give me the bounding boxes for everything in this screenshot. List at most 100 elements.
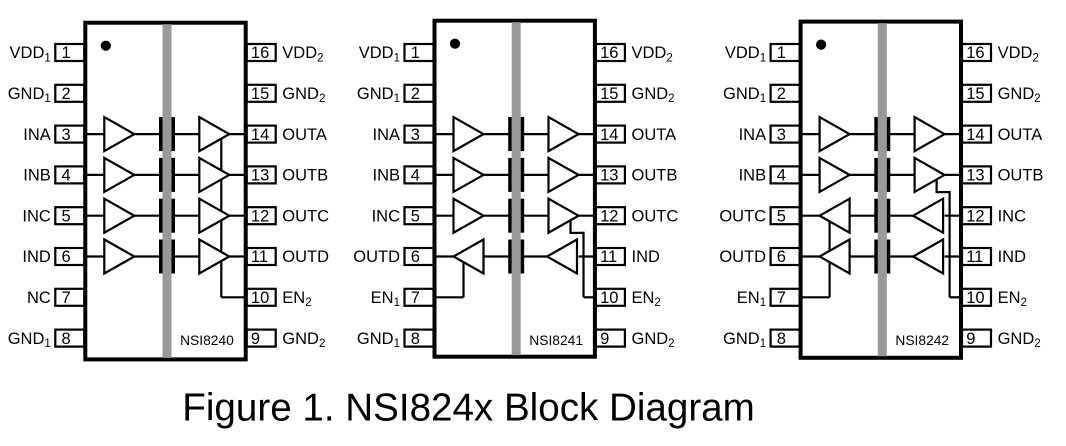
svg-text:VDD2: VDD2 bbox=[632, 44, 673, 64]
svg-text:OUTA: OUTA bbox=[282, 126, 327, 144]
svg-text:15: 15 bbox=[600, 85, 618, 103]
svg-text:5: 5 bbox=[411, 207, 420, 225]
svg-text:16: 16 bbox=[251, 44, 269, 62]
svg-text:INC: INC bbox=[22, 207, 51, 225]
svg-text:2: 2 bbox=[62, 85, 71, 103]
svg-text:GND1: GND1 bbox=[357, 85, 400, 105]
svg-text:13: 13 bbox=[251, 167, 269, 185]
svg-text:INA: INA bbox=[23, 126, 51, 144]
svg-text:OUTB: OUTB bbox=[282, 167, 328, 185]
svg-text:4: 4 bbox=[411, 167, 420, 185]
svg-text:NSI8240: NSI8240 bbox=[180, 333, 234, 348]
svg-text:GND2: GND2 bbox=[632, 85, 675, 105]
svg-text:VDD2: VDD2 bbox=[998, 44, 1039, 64]
svg-text:IND: IND bbox=[22, 248, 51, 266]
svg-text:INA: INA bbox=[372, 126, 400, 144]
svg-text:4: 4 bbox=[777, 167, 786, 185]
svg-text:12: 12 bbox=[966, 207, 984, 225]
svg-text:15: 15 bbox=[251, 85, 269, 103]
svg-text:11: 11 bbox=[966, 248, 983, 266]
svg-text:GND2: GND2 bbox=[998, 330, 1041, 350]
svg-text:OUTA: OUTA bbox=[632, 126, 677, 144]
svg-text:GND2: GND2 bbox=[282, 85, 325, 105]
svg-text:16: 16 bbox=[600, 44, 618, 62]
svg-text:10: 10 bbox=[966, 289, 984, 307]
svg-text:10: 10 bbox=[600, 289, 618, 307]
svg-text:OUTC: OUTC bbox=[632, 207, 679, 225]
svg-text:5: 5 bbox=[777, 207, 786, 225]
svg-text:INA: INA bbox=[739, 126, 767, 144]
svg-text:2: 2 bbox=[777, 85, 786, 103]
svg-text:1: 1 bbox=[411, 44, 420, 62]
svg-text:14: 14 bbox=[966, 126, 984, 144]
svg-text:9: 9 bbox=[600, 330, 609, 348]
svg-text:GND1: GND1 bbox=[8, 85, 51, 105]
svg-text:INC: INC bbox=[372, 207, 401, 225]
svg-text:Figure 1. NSI824x Block Diagra: Figure 1. NSI824x Block Diagram bbox=[182, 387, 754, 430]
svg-text:OUTA: OUTA bbox=[998, 126, 1043, 144]
svg-text:OUTC: OUTC bbox=[719, 207, 766, 225]
svg-text:VDD1: VDD1 bbox=[725, 44, 766, 64]
svg-text:15: 15 bbox=[966, 85, 984, 103]
svg-text:INC: INC bbox=[998, 207, 1027, 225]
svg-text:GND2: GND2 bbox=[282, 330, 325, 350]
svg-text:12: 12 bbox=[600, 207, 618, 225]
svg-text:VDD1: VDD1 bbox=[10, 44, 51, 64]
svg-text:GND2: GND2 bbox=[632, 330, 675, 350]
svg-text:8: 8 bbox=[62, 330, 71, 348]
svg-text:16: 16 bbox=[966, 44, 984, 62]
svg-text:4: 4 bbox=[62, 167, 71, 185]
svg-text:1: 1 bbox=[777, 44, 786, 62]
svg-text:11: 11 bbox=[251, 248, 268, 266]
svg-text:GND1: GND1 bbox=[723, 330, 766, 350]
svg-text:OUTB: OUTB bbox=[998, 167, 1044, 185]
svg-text:IND: IND bbox=[998, 248, 1027, 266]
svg-text:3: 3 bbox=[777, 126, 786, 144]
svg-text:GND1: GND1 bbox=[357, 330, 400, 350]
svg-text:3: 3 bbox=[411, 126, 420, 144]
svg-text:INB: INB bbox=[23, 167, 51, 185]
svg-text:EN1: EN1 bbox=[371, 289, 400, 309]
svg-text:EN1: EN1 bbox=[737, 289, 766, 309]
svg-text:6: 6 bbox=[62, 248, 71, 266]
svg-text:OUTD: OUTD bbox=[282, 248, 329, 266]
svg-text:OUTD: OUTD bbox=[719, 248, 766, 266]
svg-text:8: 8 bbox=[411, 330, 420, 348]
svg-text:8: 8 bbox=[777, 330, 786, 348]
svg-text:12: 12 bbox=[251, 207, 269, 225]
svg-text:13: 13 bbox=[966, 167, 984, 185]
svg-text:1: 1 bbox=[62, 44, 71, 62]
svg-text:GND1: GND1 bbox=[8, 330, 51, 350]
svg-text:INB: INB bbox=[372, 167, 400, 185]
svg-text:7: 7 bbox=[777, 289, 786, 307]
svg-text:2: 2 bbox=[411, 85, 420, 103]
svg-text:13: 13 bbox=[600, 167, 618, 185]
svg-text:NSI8241: NSI8241 bbox=[529, 333, 583, 348]
svg-text:11: 11 bbox=[600, 248, 617, 266]
svg-text:OUTC: OUTC bbox=[282, 207, 329, 225]
svg-text:9: 9 bbox=[966, 330, 975, 348]
svg-text:14: 14 bbox=[251, 126, 269, 144]
svg-text:7: 7 bbox=[62, 289, 71, 307]
svg-text:EN2: EN2 bbox=[282, 289, 311, 309]
svg-text:3: 3 bbox=[62, 126, 71, 144]
svg-text:VDD2: VDD2 bbox=[282, 44, 323, 64]
svg-text:IND: IND bbox=[632, 248, 661, 266]
svg-text:GND1: GND1 bbox=[723, 85, 766, 105]
svg-text:6: 6 bbox=[777, 248, 786, 266]
svg-text:10: 10 bbox=[251, 289, 269, 307]
svg-text:OUTB: OUTB bbox=[632, 167, 678, 185]
svg-text:6: 6 bbox=[411, 248, 420, 266]
svg-text:NSI8242: NSI8242 bbox=[895, 333, 949, 348]
svg-text:7: 7 bbox=[411, 289, 420, 307]
svg-text:EN2: EN2 bbox=[998, 289, 1027, 309]
svg-text:5: 5 bbox=[62, 207, 71, 225]
svg-text:14: 14 bbox=[600, 126, 618, 144]
svg-text:OUTD: OUTD bbox=[353, 248, 400, 266]
svg-text:9: 9 bbox=[251, 330, 260, 348]
svg-text:INB: INB bbox=[739, 167, 767, 185]
svg-text:VDD1: VDD1 bbox=[359, 44, 400, 64]
svg-text:GND2: GND2 bbox=[998, 85, 1041, 105]
svg-text:NC: NC bbox=[27, 289, 51, 307]
svg-text:EN2: EN2 bbox=[632, 289, 661, 309]
